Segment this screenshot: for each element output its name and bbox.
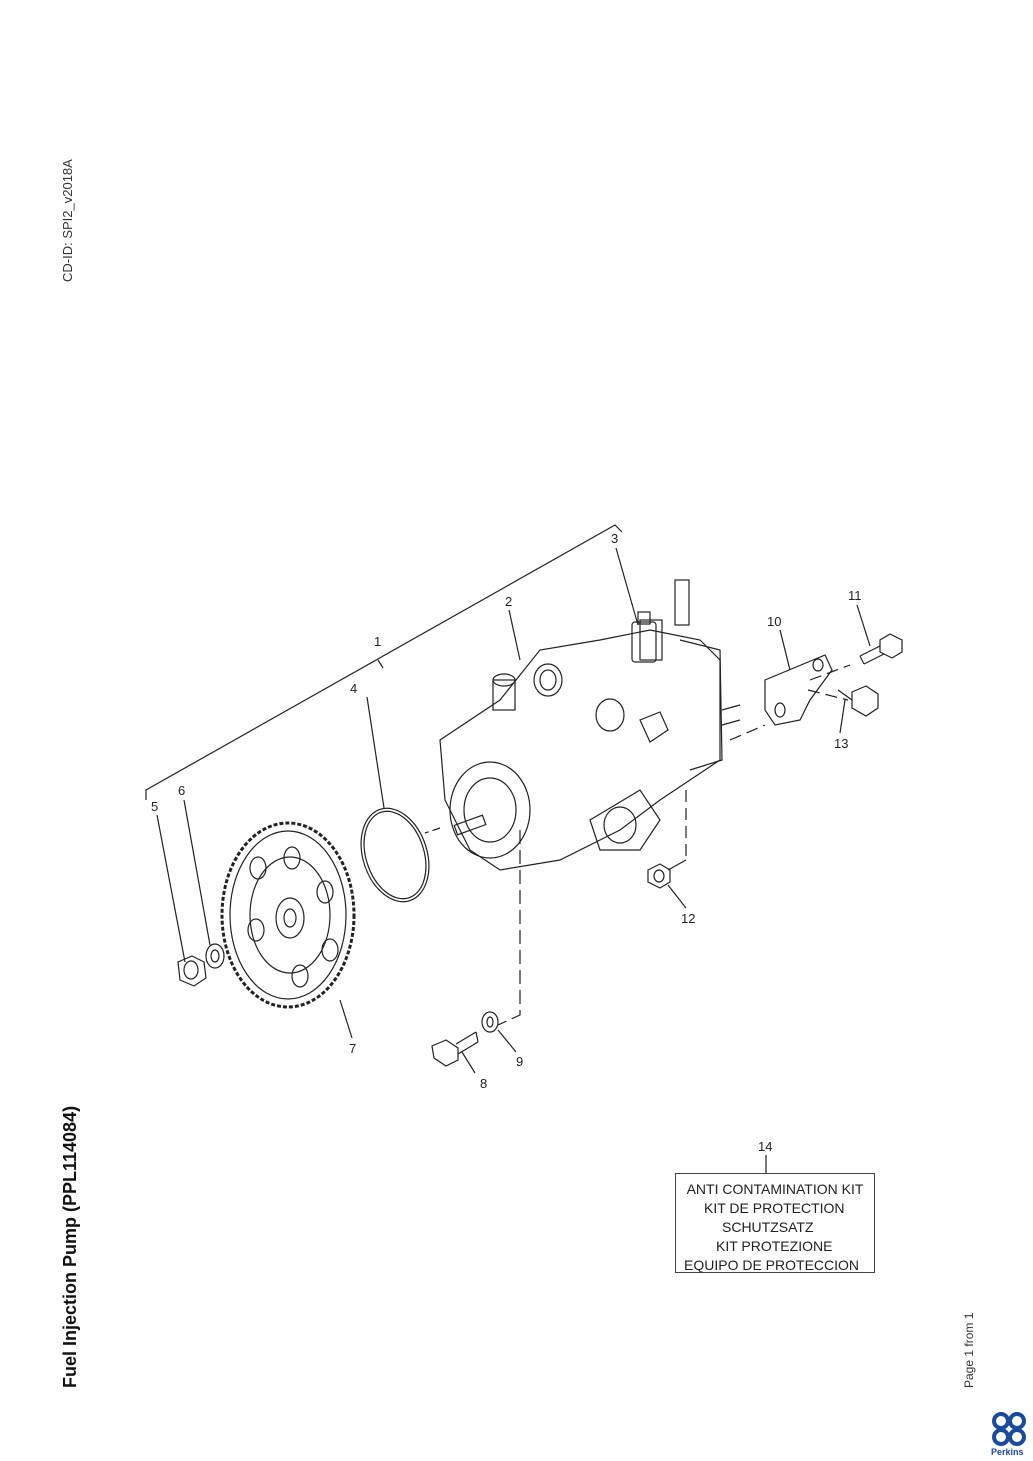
kit-line: KIT DE PROTECTION (704, 1200, 845, 1216)
callout-8: 8 (480, 1076, 487, 1091)
bolt-part-11 (859, 633, 903, 665)
callout-3: 3 (611, 531, 618, 546)
bolt-part-13 (837, 685, 879, 717)
anti-contamination-kit-box: ANTI CONTAMINATION KIT KIT DE PROTECTION… (675, 1173, 875, 1273)
callout-1: 1 (374, 634, 381, 649)
callout-12: 12 (681, 911, 695, 926)
callout-11: 11 (848, 588, 862, 603)
assembly-bracket-line (145, 524, 623, 800)
callout-10: 10 (767, 614, 781, 629)
callout-5: 5 (151, 799, 158, 814)
callout-2: 2 (505, 594, 512, 609)
washer-part-9 (481, 1011, 499, 1033)
washer-part (205, 943, 225, 969)
callout-13: 13 (834, 736, 848, 751)
callout-4: 4 (350, 681, 357, 696)
kit-line: KIT PROTEZIONE (716, 1238, 833, 1254)
perkins-logo-icon (992, 1412, 1026, 1446)
gear-part (220, 821, 356, 1009)
callout-14: 14 (758, 1139, 772, 1154)
nut-part (177, 955, 207, 987)
kit-line: EQUIPO DE PROTECCION (684, 1257, 860, 1273)
bolt-part-8 (431, 1031, 479, 1067)
solenoid-part (631, 611, 657, 663)
o-ring-part (360, 807, 430, 903)
callout-9: 9 (516, 1054, 523, 1069)
injection-pump-body (439, 579, 741, 871)
callout-7: 7 (349, 1041, 356, 1056)
callout-6: 6 (178, 783, 185, 798)
nut-part-12 (647, 863, 671, 889)
kit-line: SCHUTZSATZ (722, 1219, 814, 1235)
brand-name: Perkins (991, 1447, 1024, 1457)
bracket-plate-part (764, 654, 833, 726)
kit-line: ANTI CONTAMINATION KIT (686, 1181, 864, 1197)
